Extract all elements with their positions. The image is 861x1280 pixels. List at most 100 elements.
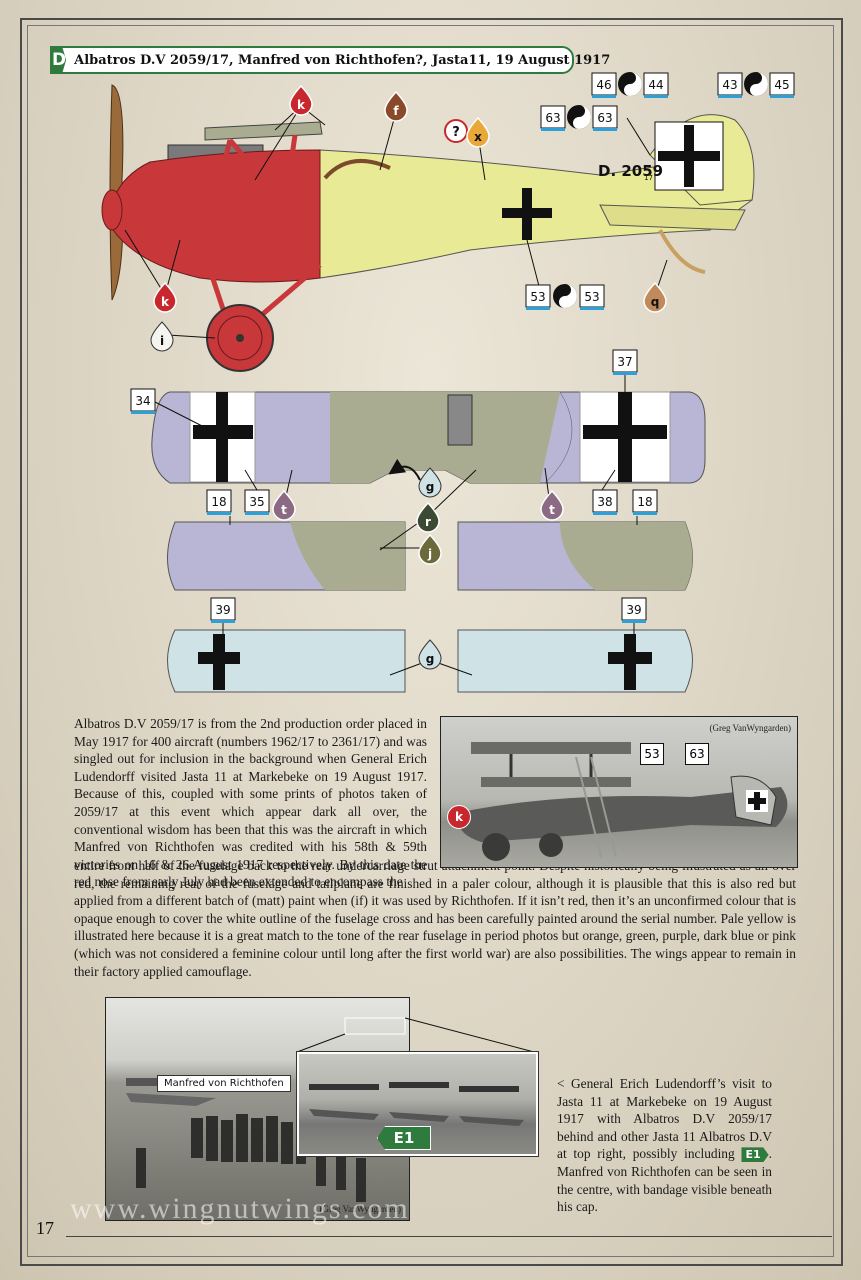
svg-text:k: k — [161, 295, 170, 309]
svg-text:37: 37 — [617, 355, 632, 369]
spinner — [101, 189, 123, 231]
callout-r: r — [416, 501, 440, 533]
decal-44: 44 — [643, 72, 669, 98]
description-paragraph-1: Albatros D.V 2059/17 is from the 2nd pro… — [74, 716, 427, 890]
svg-text:39: 39 — [215, 603, 230, 617]
decal-46: 46 — [591, 72, 617, 98]
upper-wing-plan — [151, 391, 706, 484]
callout-t-left: t — [272, 489, 296, 521]
cabane-struts — [212, 134, 298, 207]
caption-e1-badge: E1 — [741, 1147, 769, 1163]
photo-caption: < General Erich Ludendorff’s visit to Ja… — [557, 1075, 772, 1216]
svg-text:q: q — [651, 295, 660, 309]
callout-j: j — [418, 533, 442, 565]
page-inner-border — [27, 25, 834, 1257]
cockpit-coaming — [323, 159, 391, 180]
svg-text:g: g — [426, 480, 435, 494]
decal-38: 38 — [592, 489, 618, 515]
photo2-credit: (Greg VanWyngarden) — [319, 1204, 401, 1214]
svg-text:k: k — [297, 98, 306, 112]
richthofen-label: Manfred von Richthofen — [157, 1075, 291, 1092]
decal-43: 43 — [717, 72, 743, 98]
photo1-label-k: k — [447, 805, 471, 829]
svg-text:j: j — [427, 547, 432, 561]
decal-18-left: 18 — [206, 489, 232, 515]
callout-g-upper: g — [418, 467, 442, 498]
decal-45: 45 — [769, 72, 795, 98]
side-profile: D. 2059 17 — [101, 84, 755, 372]
svg-text:44: 44 — [648, 78, 663, 92]
svg-text:18: 18 — [637, 495, 652, 509]
page-border — [20, 18, 843, 1266]
svg-text:63: 63 — [545, 111, 560, 125]
underside-wing-left — [167, 629, 406, 693]
profile-header: D Albatros D.V 2059/17, Manfred von Rich… — [50, 46, 610, 74]
callout-i: i — [150, 321, 174, 352]
decal-53-left: 53 — [525, 284, 551, 310]
watermark: www.wingnutwings.com — [70, 1192, 410, 1225]
decal-63-left: 63 — [540, 105, 566, 131]
svg-text:35: 35 — [249, 495, 264, 509]
footer-rule — [66, 1236, 832, 1237]
svg-text:53: 53 — [530, 290, 545, 304]
decal-53-right: 53 — [579, 284, 605, 310]
callout-f: f — [384, 90, 408, 122]
lower-wing-right — [457, 521, 693, 591]
underside-wing-right — [457, 629, 693, 693]
svg-text:i: i — [160, 334, 164, 348]
serial-suffix: 17 — [644, 174, 653, 182]
e1-badge: E1 — [377, 1126, 431, 1150]
tail-skid — [658, 229, 706, 274]
svg-text:45: 45 — [774, 78, 789, 92]
callout-q: q — [643, 281, 667, 313]
svg-text:g: g — [426, 652, 435, 666]
svg-text:53: 53 — [584, 290, 599, 304]
callout-g-lower: g — [418, 639, 442, 670]
tailplane — [599, 204, 746, 231]
fuselage-cross — [502, 188, 552, 240]
photo1-label-63: 63 — [685, 743, 709, 765]
callout-t-right: t — [540, 489, 564, 521]
decal-35: 35 — [244, 489, 270, 515]
radiator — [447, 394, 473, 446]
svg-text:18: 18 — [211, 495, 226, 509]
decal-18-right: 18 — [632, 489, 658, 515]
period-photo-aircraft: (Greg VanWyngarden) 53 63 k — [440, 716, 798, 868]
caption-text-after: . Manfred von Richthofen can be seen in … — [557, 1146, 772, 1215]
svg-text:43: 43 — [722, 78, 737, 92]
decal-39-right: 39 — [621, 597, 647, 623]
svg-text:46: 46 — [596, 78, 611, 92]
svg-text:x: x — [474, 130, 482, 144]
callout-k-bottom: k — [153, 281, 177, 313]
serial-number: D. 2059 — [598, 162, 663, 180]
decal-37: 37 — [612, 349, 638, 375]
profile-letter-badge: D — [52, 48, 67, 72]
callout-x: x — [466, 116, 490, 148]
callout-k-top: k — [289, 84, 313, 116]
decal-39-left: 39 — [210, 597, 236, 623]
photo1-credit: (Greg VanWyngarden) — [709, 723, 791, 733]
lower-wing-left — [167, 521, 406, 591]
upper-wing-cross-left — [189, 391, 256, 483]
decal-63-right: 63 — [592, 105, 618, 131]
svg-text:63: 63 — [597, 111, 612, 125]
svg-text:r: r — [425, 515, 431, 529]
caption-text-before: < General Erich Ludendorff’s visit to Ja… — [557, 1076, 772, 1162]
svg-text:t: t — [549, 503, 555, 517]
callout-unknown: ? — [444, 119, 468, 143]
svg-text:39: 39 — [626, 603, 641, 617]
svg-text:38: 38 — [597, 495, 612, 509]
decal-34: 34 — [130, 388, 156, 414]
svg-text:?: ? — [452, 125, 460, 140]
svg-text:f: f — [393, 104, 399, 118]
svg-text:34: 34 — [135, 394, 150, 408]
rudder-cross — [654, 121, 724, 191]
photo1-label-53: 53 — [640, 743, 664, 765]
svg-text:t: t — [281, 503, 287, 517]
description-paragraph-2: entire front half of the fuselage back t… — [74, 858, 796, 979]
profile-title: Albatros D.V 2059/17, Manfred von Richth… — [74, 52, 611, 68]
page-number: 17 — [36, 1218, 54, 1238]
